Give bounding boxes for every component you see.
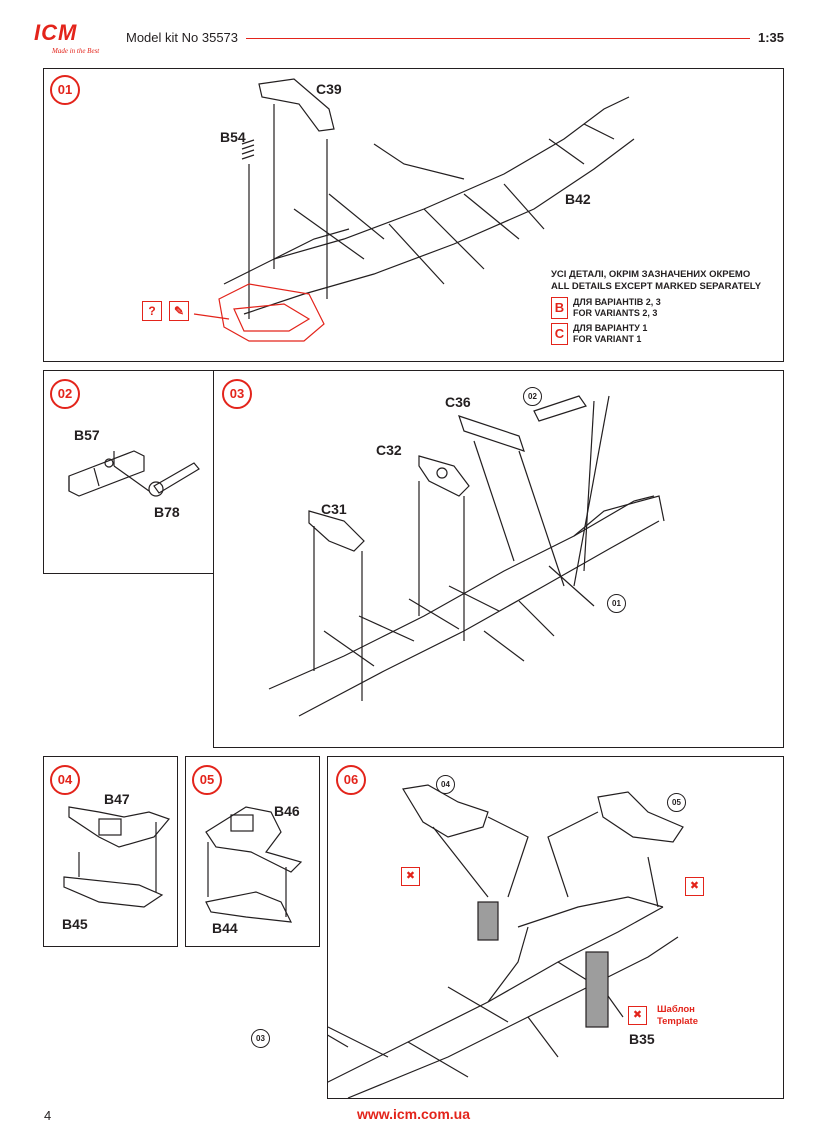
variant-legend: УСІ ДЕТАЛІ, ОКРІМ ЗАЗНАЧЕНИХ ОКРЕМО ALL … xyxy=(551,269,761,345)
step-06-drawing xyxy=(328,784,684,1098)
step-03-badge: 03 xyxy=(222,379,252,409)
step-04-drawing xyxy=(63,806,171,908)
step-06-badge: 06 xyxy=(336,765,366,795)
step-04-panel: 04 B47 B45 xyxy=(43,756,178,947)
legend-item-c-en: FOR VARIANT 1 xyxy=(573,334,642,344)
step-01-ref-badge: 01 xyxy=(607,594,626,613)
step-05-badge: 05 xyxy=(192,765,222,795)
step-03-panel: 03 02 01 C36 C32 C31 xyxy=(213,370,784,748)
page-number: 4 xyxy=(44,1108,52,1123)
step-02-panel: 02 B57 B78 xyxy=(43,370,216,574)
legend-item-c-ua: ДЛЯ ВАРІАНТУ 1 xyxy=(573,323,648,333)
website-link[interactable]: www.icm.com.ua xyxy=(356,1106,471,1122)
question-icon: ? xyxy=(142,301,162,321)
step-04-badge: 04 xyxy=(50,765,80,795)
kit-title: Model kit No 35573 xyxy=(126,30,239,45)
logo-text: ICM xyxy=(34,20,78,45)
header-divider xyxy=(246,38,750,39)
template-label: Шаблон Template xyxy=(657,1004,698,1028)
logo-slogan: Made in the Best xyxy=(52,47,100,55)
icm-logo: ICM Made in the Best xyxy=(34,20,114,60)
step-03-ref-badge-visible: 03 xyxy=(251,1029,270,1048)
legend-item-b: B ДЛЯ ВАРІАНТІВ 2, 3 FOR VARIANTS 2, 3 xyxy=(551,297,761,319)
part-b54-label: B54 xyxy=(220,129,246,145)
part-c36-label: C36 xyxy=(445,394,471,410)
step-03-drawing xyxy=(268,395,665,717)
part-b46-label: B46 xyxy=(274,803,300,819)
part-b57-label: B57 xyxy=(74,427,100,443)
template-label-ua: Шаблон xyxy=(657,1004,695,1015)
step-06-panel: 06 04 05 03 ✖ ✖ ✖ Шаблон Template B35 xyxy=(327,756,784,1099)
legend-letter-b: B xyxy=(551,297,568,319)
chassis-frame-drawing xyxy=(193,78,635,342)
step-01-badge: 01 xyxy=(50,75,80,105)
part-c39-label: C39 xyxy=(316,81,342,97)
step-02-drawing xyxy=(68,450,200,497)
step-02-ref-badge: 02 xyxy=(523,387,542,406)
scale-label: 1:35 xyxy=(757,30,784,45)
page-header: ICM Made in the Best Model kit No 35573 … xyxy=(0,0,827,62)
step-05-ref-badge: 05 xyxy=(667,793,686,812)
template-warning-icon-b35: ✖ xyxy=(628,1006,647,1025)
step-05-panel: 05 B46 B44 xyxy=(185,756,320,947)
paint-brush-icon: ✎ xyxy=(169,301,189,321)
template-warning-icon-left: ✖ xyxy=(401,867,420,886)
part-c32-label: C32 xyxy=(376,442,402,458)
step-02-badge: 02 xyxy=(50,379,80,409)
template-warning-icon-right: ✖ xyxy=(685,877,704,896)
step-04-ref-badge: 04 xyxy=(436,775,455,794)
template-label-en: Template xyxy=(657,1016,699,1027)
step-01-panel: 01 C39 B54 B42 ? ✎ УСІ ДЕТАЛІ, ОКРІМ ЗАЗ… xyxy=(43,68,784,362)
legend-item-b-en: FOR VARIANTS 2, 3 xyxy=(573,308,658,318)
legend-title-ua: УСІ ДЕТАЛІ, ОКРІМ ЗАЗНАЧЕНИХ ОКРЕМО xyxy=(551,269,751,280)
part-b42-label: B42 xyxy=(565,191,591,207)
part-b45-label: B45 xyxy=(62,916,88,932)
part-b47-label: B47 xyxy=(104,791,130,807)
part-b78-label: B78 xyxy=(154,504,180,520)
part-b35-label: B35 xyxy=(629,1031,655,1047)
step-05-drawing xyxy=(205,806,303,923)
part-c31-label: C31 xyxy=(321,501,347,517)
legend-letter-c: C xyxy=(551,323,568,345)
legend-item-b-ua: ДЛЯ ВАРІАНТІВ 2, 3 xyxy=(573,297,661,307)
legend-item-c: C ДЛЯ ВАРІАНТУ 1 FOR VARIANT 1 xyxy=(551,323,761,345)
part-b44-label: B44 xyxy=(212,920,238,936)
legend-title-en: ALL DETAILS EXCEPT MARKED SEPARATELY xyxy=(551,281,762,292)
